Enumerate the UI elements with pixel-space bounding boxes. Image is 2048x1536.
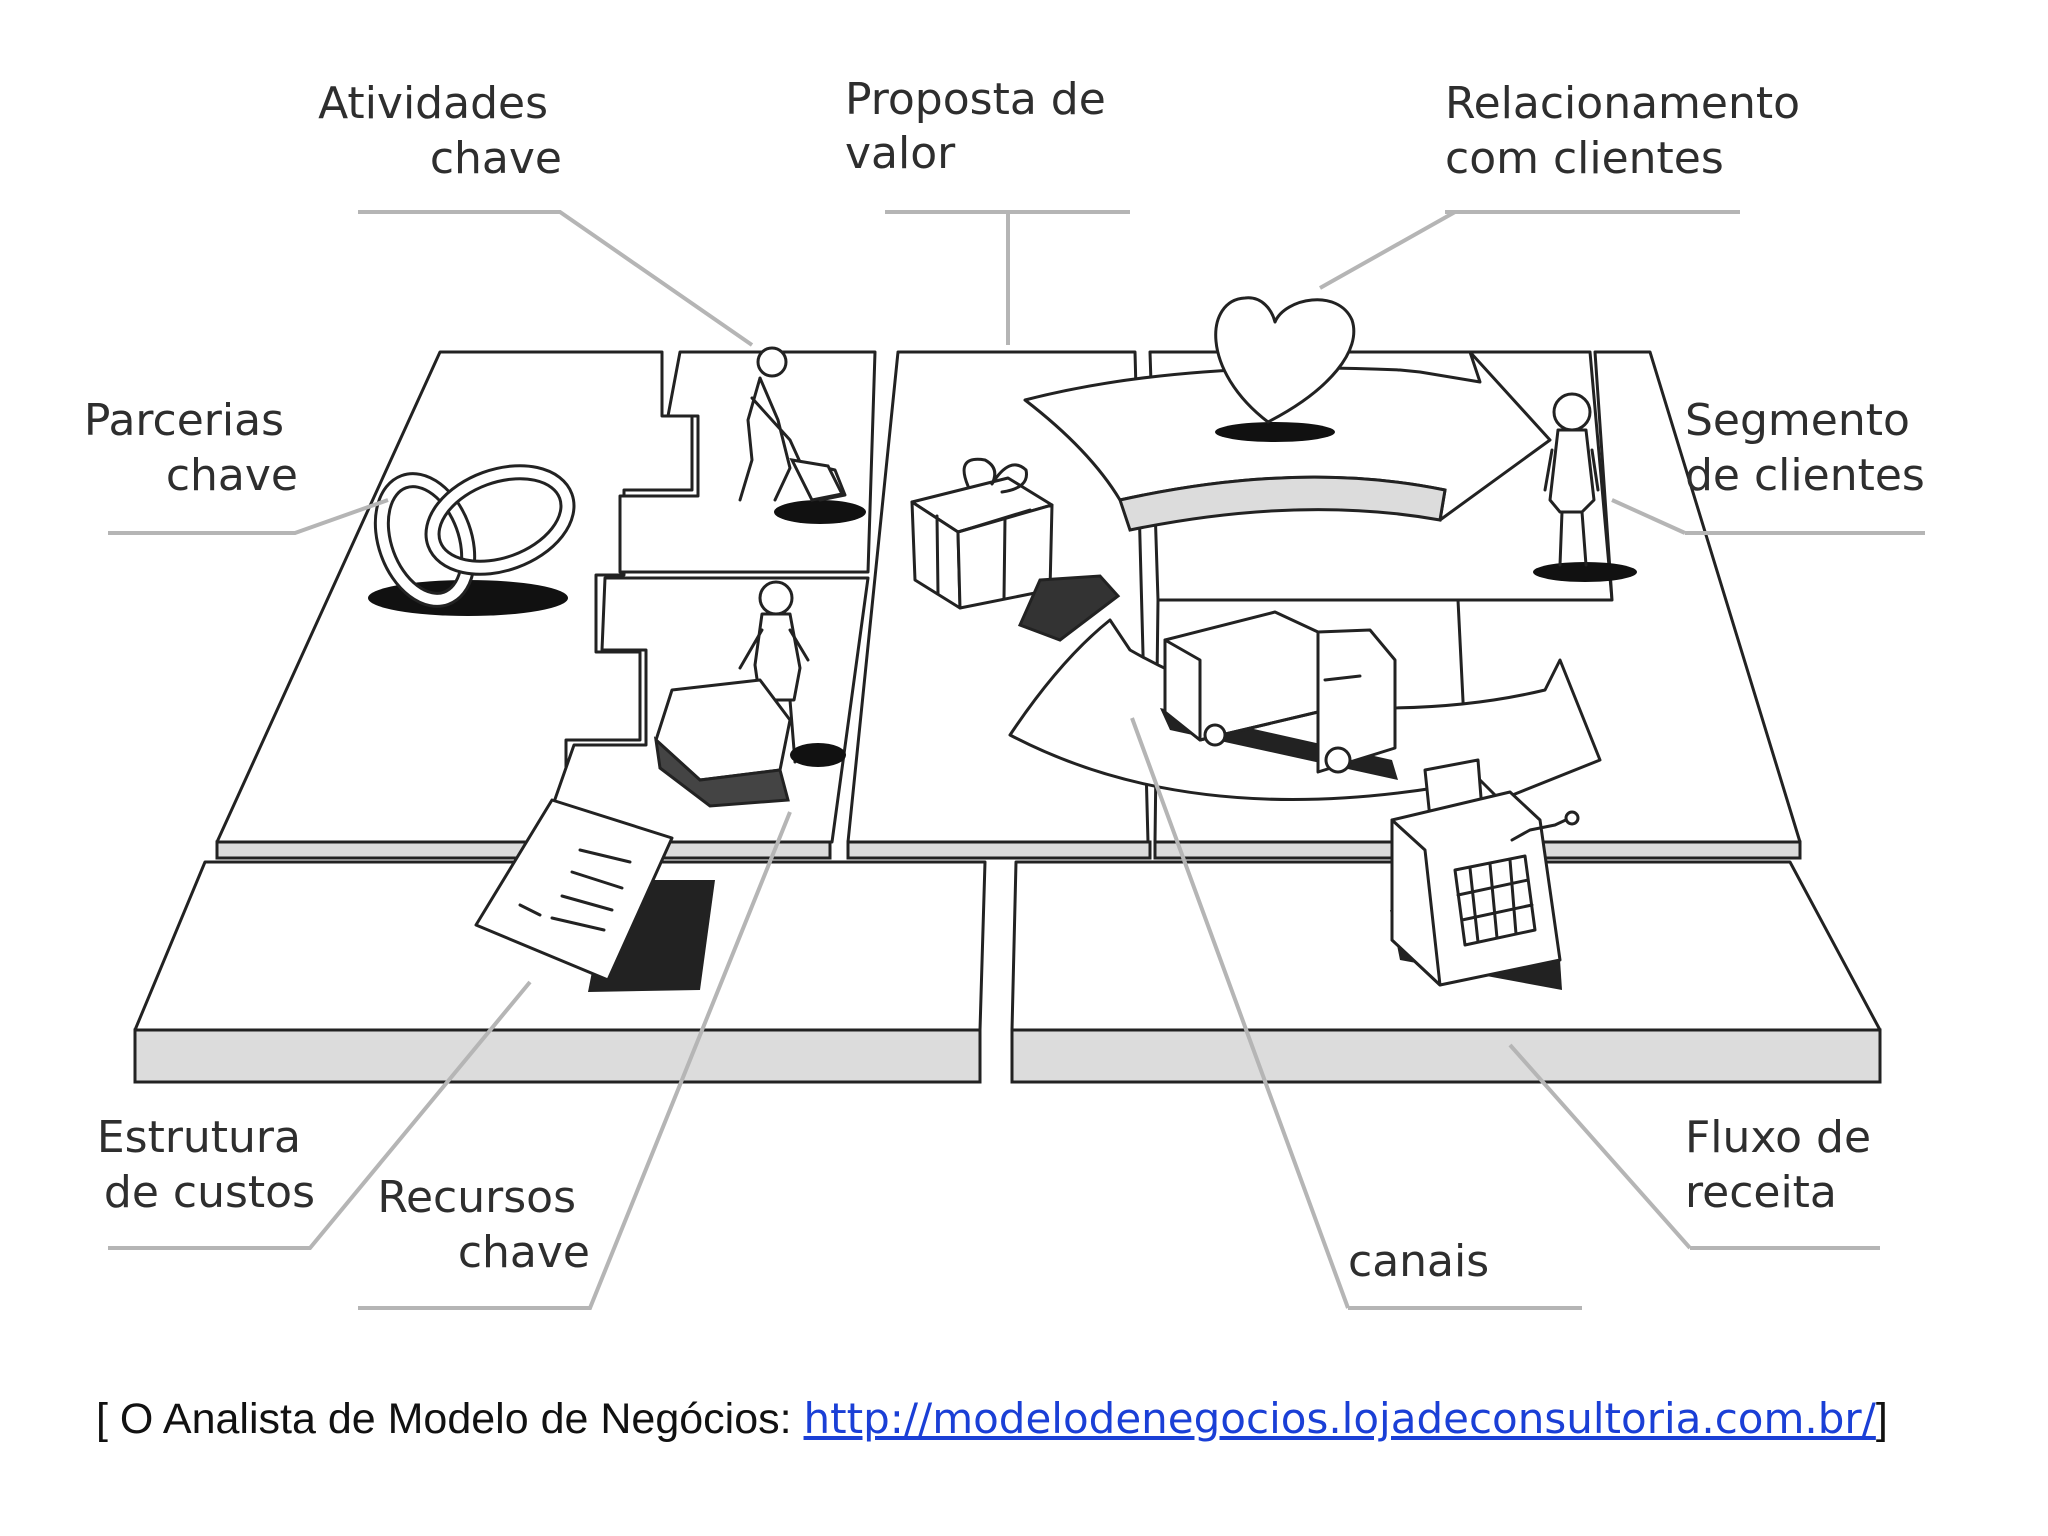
- gift-box-icon: [910, 457, 1121, 642]
- label-customer-relationships: Relacionamento com clientes: [1445, 78, 1814, 184]
- digging-person-icon: [738, 346, 866, 524]
- label-cost-structure: Estrutura de custos: [97, 1112, 315, 1218]
- label-revenue-streams: Fluxo de receita: [1685, 1112, 1885, 1218]
- label-key-partners: Parcerias chave: [84, 395, 298, 501]
- caption-prefix: [ O Analista de Modelo de Negócios:: [96, 1395, 804, 1443]
- caption-suffix: ]: [1875, 1395, 1888, 1443]
- heart-icon: [1214, 296, 1356, 442]
- label-key-activities: Atividades chave: [318, 78, 562, 184]
- person-icon: [1533, 392, 1637, 582]
- truck-icon: [1160, 610, 1398, 780]
- leader-lines: [108, 210, 1925, 1310]
- person-with-machine-icon: [653, 580, 846, 808]
- label-value-proposition: Proposta de valor: [845, 74, 1120, 179]
- rings-icon: [368, 464, 576, 616]
- label-customer-segments: Segmento de clientes: [1685, 395, 1925, 501]
- label-key-resources: Recursos chave: [377, 1172, 590, 1278]
- source-caption: [ O Analista de Modelo de Negócios: http…: [96, 1394, 1888, 1444]
- source-link[interactable]: http://modelodenegocios.lojadeconsultori…: [803, 1394, 1876, 1443]
- label-channels: canais: [1348, 1236, 1489, 1287]
- cash-register-icon: [1390, 758, 1580, 990]
- document-icon: [474, 798, 715, 992]
